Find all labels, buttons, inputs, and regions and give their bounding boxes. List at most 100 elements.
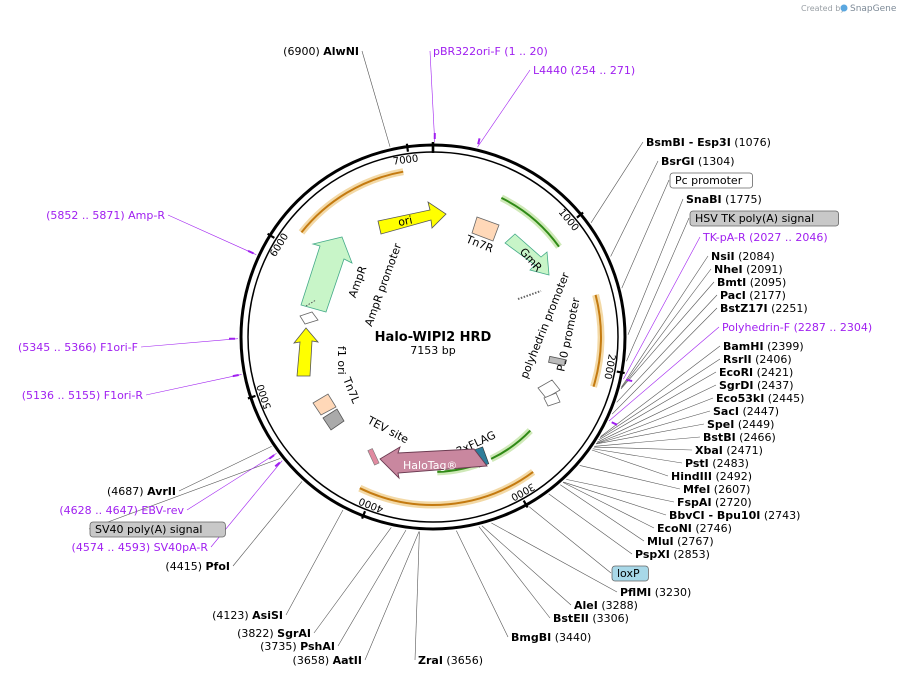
enzyme-label[interactable]: (3658) AatII: [293, 654, 362, 667]
enzyme-label[interactable]: SnaBI (1775): [686, 193, 762, 206]
enzyme-label[interactable]: EcoNI (2746): [657, 522, 732, 535]
gmr-feature-arrow[interactable]: [504, 233, 550, 276]
enzyme-label[interactable]: NheI (2091): [714, 263, 783, 276]
enzyme-label[interactable]: BstZ17I (2251): [720, 302, 808, 315]
primer-label[interactable]: (5852 .. 5871) Amp-R: [46, 209, 165, 222]
enzyme-label[interactable]: XbaI (2471): [695, 444, 763, 457]
primer-label[interactable]: (4574 .. 4593) SV40pA-R: [72, 541, 209, 554]
enzyme-label[interactable]: BsrGI (1304): [661, 155, 735, 168]
leader-line: [563, 481, 667, 516]
site-name: SpeI: [707, 418, 734, 431]
credit-prefix: Created by: [801, 4, 845, 13]
tn7l-gray-box[interactable]: [322, 408, 345, 431]
feature-label-box[interactable]: SV40 poly(A) signal: [89, 521, 226, 538]
ori-feature-arrow[interactable]: [377, 201, 447, 235]
enzyme-label[interactable]: PflMI (3230): [620, 586, 691, 599]
enzyme-label[interactable]: MfeI (2607): [683, 483, 750, 496]
enzyme-label[interactable]: (3822) SgrAI: [237, 627, 311, 640]
site-num: (3822): [237, 627, 277, 640]
enzyme-label[interactable]: AleI (3288): [574, 599, 638, 612]
enzyme-label[interactable]: PspXI (2853): [635, 548, 710, 561]
p10-box[interactable]: [548, 355, 566, 367]
polyhedrin-promoter-icon[interactable]: [537, 379, 561, 407]
f1-ori-feature-arrow[interactable]: [293, 327, 320, 377]
leader-line: [596, 397, 714, 444]
enzyme-label[interactable]: EcoRI (2421): [719, 366, 793, 379]
halotag-label: HaloTag®: [403, 459, 457, 472]
tn7r-feature[interactable]: [471, 216, 500, 242]
site-name: pBR322ori-F: [433, 45, 501, 58]
site-name: Amp-R: [128, 209, 165, 222]
site-name: PstI: [685, 457, 709, 470]
pc-promoter-marker: [517, 290, 542, 300]
site-num: (1076): [731, 136, 771, 149]
leader-line: [548, 493, 633, 555]
enzyme-label[interactable]: (4123) AsiSI: [212, 609, 283, 622]
site-num: (5345 .. 5366): [18, 341, 100, 354]
leader-line: [560, 484, 645, 542]
enzyme-label[interactable]: SacI (2447): [713, 405, 779, 418]
ampr-feature-arrow[interactable]: [300, 236, 353, 313]
enzyme-label[interactable]: BsmBI - Esp3I (1076): [646, 136, 771, 149]
ampr-promoter-icon[interactable]: [299, 311, 319, 325]
primer-label[interactable]: (4628 .. 4647) EBV-rev: [59, 504, 184, 517]
primer-label[interactable]: pBR322ori-F (1 .. 20): [433, 45, 548, 58]
orf-arc-green-bottom-1[interactable]: [489, 428, 533, 463]
enzyme-label[interactable]: FspAI (2720): [677, 496, 752, 509]
enzyme-label[interactable]: BstBI (2466): [703, 431, 776, 444]
leader-line: [590, 141, 644, 223]
site-label-text: MfeI (2607): [683, 483, 750, 496]
primer-label[interactable]: L4440 (254 .. 271): [533, 64, 635, 77]
halotag-feature-arrow[interactable]: [379, 445, 488, 480]
primer-label[interactable]: TK-pA-R (2027 .. 2046): [702, 231, 828, 244]
enzyme-label[interactable]: PstI (2483): [685, 457, 749, 470]
enzyme-label[interactable]: BmtI (2095): [717, 276, 786, 289]
tn7l-feature[interactable]: [312, 393, 337, 416]
enzyme-label[interactable]: Eco53kI (2445): [716, 392, 804, 405]
site-name: PacI: [720, 289, 746, 302]
enzyme-label[interactable]: SgrDI (2437): [719, 379, 794, 392]
site-label-text: BamHI (2399): [723, 340, 804, 353]
enzyme-label[interactable]: BstEII (3306): [553, 612, 629, 625]
tev-site-feature[interactable]: [367, 448, 380, 466]
site-num: (254 .. 271): [567, 64, 635, 77]
enzyme-label[interactable]: BamHI (2399): [723, 340, 804, 353]
feature-label-box[interactable]: HSV TK poly(A) signal: [689, 210, 840, 227]
site-name: BmtI: [717, 276, 746, 289]
bp-tick-label: 2000: [601, 353, 617, 380]
enzyme-label[interactable]: HindIII (2492): [671, 470, 752, 483]
enzyme-label[interactable]: BmgBI (3440): [511, 631, 591, 644]
primer-label[interactable]: (5136 .. 5155) F1ori-R: [22, 389, 144, 402]
enzyme-label[interactable]: RsrII (2406): [723, 353, 792, 366]
enzyme-label[interactable]: MluI (2767): [647, 535, 714, 548]
site-num: (2607): [710, 483, 750, 496]
site-num: (3735): [260, 640, 300, 653]
site-label-text: (3735) PshAI: [260, 640, 335, 653]
site-label-text: EcoNI (2746): [657, 522, 732, 535]
primer-mark: [274, 461, 281, 468]
site-name: SacI: [713, 405, 739, 418]
enzyme-label[interactable]: (4415) PfoI: [165, 560, 230, 573]
enzyme-label[interactable]: BbvCI - Bpu10I (2743): [669, 509, 800, 522]
site-num: (5852 .. 5871): [46, 209, 128, 222]
primer-label[interactable]: Polyhedrin-F (2287 .. 2304): [722, 321, 872, 334]
site-name: ZraI: [418, 654, 443, 667]
site-label-text: PacI (2177): [720, 289, 786, 302]
enzyme-label[interactable]: PacI (2177): [720, 289, 786, 302]
site-name: BsmBI: [646, 136, 685, 149]
feature-label-box[interactable]: Pc promoter: [669, 172, 753, 189]
primer-mark: [247, 249, 254, 255]
enzyme-label[interactable]: NsiI (2084): [711, 250, 775, 263]
leader-line: [364, 531, 420, 661]
primer-label[interactable]: (5345 .. 5366) F1ori-F: [18, 341, 138, 354]
site-num: (2767): [674, 535, 714, 548]
enzyme-label[interactable]: SpeI (2449): [707, 418, 774, 431]
enzyme-label[interactable]: ZraI (3656): [418, 654, 483, 667]
enzyme-label[interactable]: (4687) AvrII: [107, 485, 176, 498]
feature-label-box[interactable]: loxP: [611, 565, 649, 582]
site-name: BmgBI: [511, 631, 551, 644]
enzyme-label[interactable]: (3735) PshAI: [260, 640, 335, 653]
site-name: PflMI: [620, 586, 651, 599]
enzyme-label[interactable]: (6900) AlwNI: [283, 45, 359, 58]
leader-line: [429, 50, 436, 143]
